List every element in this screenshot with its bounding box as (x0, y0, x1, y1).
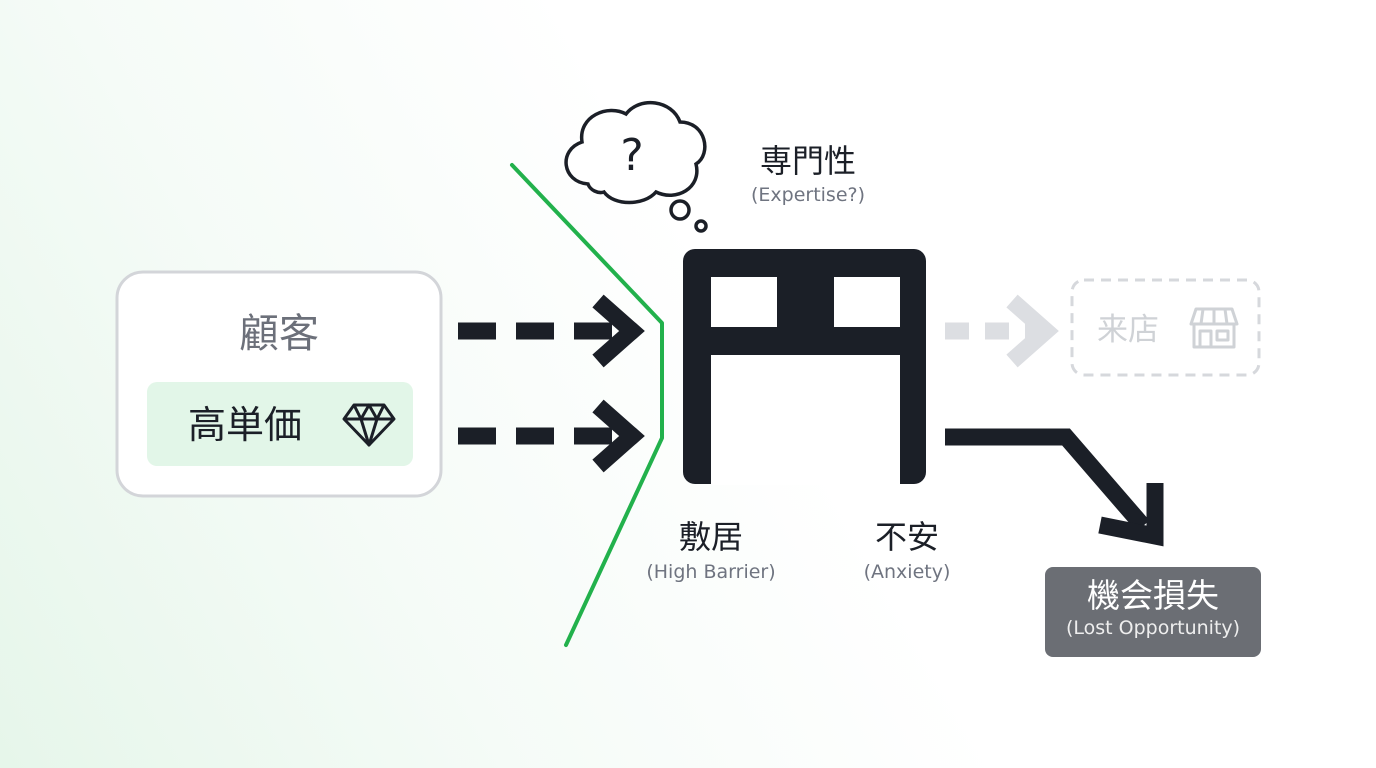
arrow-to-loss (945, 428, 1164, 547)
barrier-sub-label: (High Barrier) (646, 561, 776, 583)
arrow-to-gate-lower (458, 399, 645, 473)
arrow-to-gate-upper (458, 294, 645, 368)
barrier-label: 敷居 (678, 518, 744, 556)
question-mark: ? (620, 130, 643, 181)
customer-title: 顧客 (239, 311, 319, 357)
gate-icon (683, 249, 926, 485)
anxiety-sub-label: (Anxiety) (863, 561, 951, 583)
anxiety-label: 不安 (874, 518, 940, 556)
diamond-icon (342, 403, 396, 447)
thought-bubble-icon (564, 100, 708, 233)
high-price-label: 高単価 (188, 403, 303, 447)
opportunity-loss-sub-label: (Lost Opportunity) (1065, 617, 1241, 639)
barrier-line (510, 163, 664, 647)
opportunity-loss-label: 機会損失 (1087, 576, 1219, 615)
expertise-label: 専門性 (759, 142, 857, 180)
storefront-icon (1189, 307, 1239, 349)
expertise-sub-label: (Expertise?) (750, 184, 866, 206)
opportunity-loss-box: 機会損失 (Lost Opportunity) (1045, 567, 1261, 657)
high-price-tag (147, 382, 413, 466)
visit-label: 来店 (1097, 312, 1159, 348)
arrow-to-visit (945, 294, 1059, 368)
